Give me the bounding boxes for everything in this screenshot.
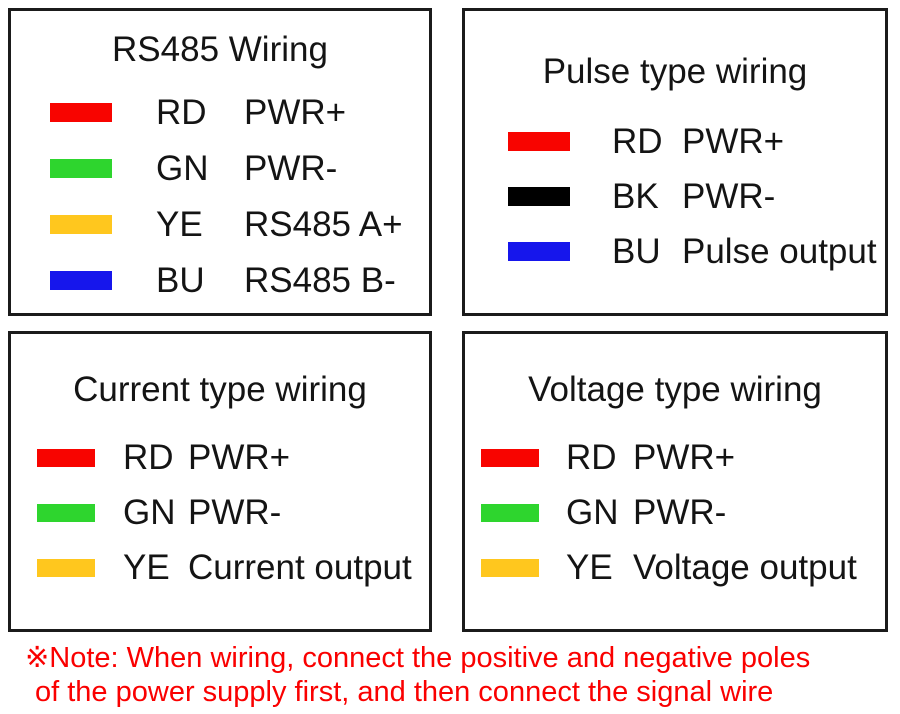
red-wire-swatch xyxy=(481,448,539,467)
wiring-panels-grid: RS485 Wiring RD PWR+ GN PWR- YE RS485 A+ xyxy=(8,8,888,632)
wire-function-label: RS485 A+ xyxy=(244,204,403,244)
wire-row-yellow: YE Current output xyxy=(11,540,429,595)
red-wire-swatch xyxy=(508,132,570,151)
panel-voltage-type-wiring: Voltage type wiring RD PWR+ GN PWR- YE V… xyxy=(462,331,888,632)
wire-legend-rows: RD PWR+ GN PWR- YE Voltage output xyxy=(465,430,885,595)
wire-row-red: RD PWR+ xyxy=(11,84,429,140)
wire-color-code: BU xyxy=(156,260,205,300)
wire-color-code: GN xyxy=(156,148,209,188)
yellow-wire-swatch xyxy=(50,214,112,234)
wire-function-label: PWR- xyxy=(244,148,338,188)
red-wire-swatch xyxy=(50,102,112,122)
wire-row-red: RD PWR+ xyxy=(11,430,429,485)
wire-function-label: PWR- xyxy=(633,493,727,532)
wire-color-code: RD xyxy=(612,122,663,161)
panel-title-voltage: Voltage type wiring xyxy=(528,370,822,409)
black-wire-swatch xyxy=(508,187,570,206)
green-wire-swatch xyxy=(50,158,112,178)
wire-color-code: GN xyxy=(566,493,619,532)
wire-row-yellow: YE Voltage output xyxy=(465,540,885,595)
wire-row-red: RD PWR+ xyxy=(465,430,885,485)
wire-color-code: BK xyxy=(612,177,659,216)
wire-row-yellow: YE RS485 A+ xyxy=(11,196,429,252)
blue-wire-swatch xyxy=(50,270,112,290)
wire-row-blue: BU RS485 B- xyxy=(11,252,429,308)
wire-color-code: RD xyxy=(156,92,207,132)
panel-title-current: Current type wiring xyxy=(73,370,367,409)
wire-legend-rows: RD PWR+ GN PWR- YE RS485 A+ BU RS485 B- xyxy=(11,84,429,308)
wire-function-label: PWR+ xyxy=(188,438,291,477)
wire-color-code: RD xyxy=(566,438,617,477)
note-line-1: ※Note: When wiring, connect the positive… xyxy=(25,642,811,674)
yellow-wire-swatch xyxy=(37,558,95,577)
wire-row-green: GN PWR- xyxy=(11,140,429,196)
wire-function-label: Current output xyxy=(188,548,412,587)
panel-title-pulse: Pulse type wiring xyxy=(542,52,808,91)
panel-current-type-wiring: Current type wiring RD PWR+ GN PWR- YE C… xyxy=(8,331,432,632)
wire-color-code: GN xyxy=(123,493,176,532)
panel-title-rs485: RS485 Wiring xyxy=(112,30,328,69)
red-wire-swatch xyxy=(37,448,95,467)
note-line-2: of the power supply first, and then conn… xyxy=(35,676,774,708)
yellow-wire-swatch xyxy=(481,558,539,577)
wire-function-label: Voltage output xyxy=(633,548,857,587)
wire-color-code: BU xyxy=(612,232,661,271)
wire-legend-rows: RD PWR+ GN PWR- YE Current output xyxy=(11,430,429,595)
wire-function-label: PWR+ xyxy=(633,438,736,477)
wire-row-green: GN PWR- xyxy=(11,485,429,540)
green-wire-swatch xyxy=(37,503,95,522)
wire-row-black: BK PWR- xyxy=(465,169,885,224)
wire-function-label: Pulse output xyxy=(682,232,877,271)
green-wire-swatch xyxy=(481,503,539,522)
wire-row-green: GN PWR- xyxy=(465,485,885,540)
wire-function-label: PWR+ xyxy=(682,122,785,161)
wire-function-label: PWR+ xyxy=(244,92,347,132)
wire-function-label: PWR- xyxy=(188,493,282,532)
wire-row-blue: BU Pulse output xyxy=(465,224,885,279)
wire-color-code: YE xyxy=(123,548,170,587)
wire-function-label: PWR- xyxy=(682,177,776,216)
wiring-note: ※Note: When wiring, connect the positive… xyxy=(25,641,810,709)
panel-rs485-wiring: RS485 Wiring RD PWR+ GN PWR- YE RS485 A+ xyxy=(8,8,432,316)
blue-wire-swatch xyxy=(508,242,570,261)
wire-row-red: RD PWR+ xyxy=(465,114,885,169)
wire-color-code: RD xyxy=(123,438,174,477)
wire-color-code: YE xyxy=(566,548,613,587)
panel-pulse-type-wiring: Pulse type wiring RD PWR+ BK PWR- BU Pul… xyxy=(462,8,888,316)
wire-function-label: RS485 B- xyxy=(244,260,396,300)
wire-color-code: YE xyxy=(156,204,203,244)
wire-legend-rows: RD PWR+ BK PWR- BU Pulse output xyxy=(465,114,885,279)
